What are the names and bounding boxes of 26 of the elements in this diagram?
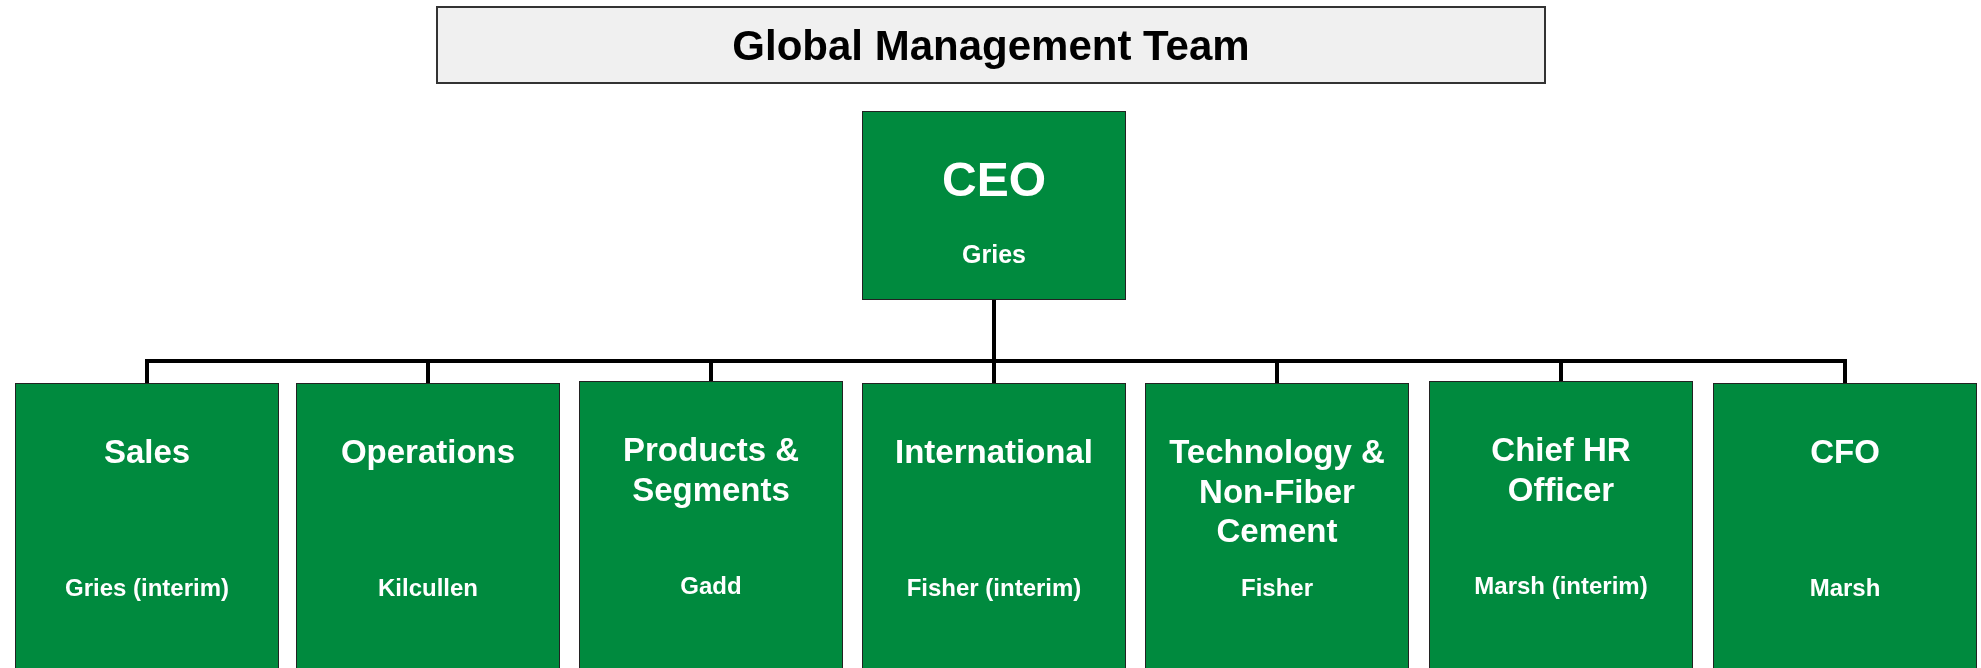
role-box xyxy=(862,383,1126,668)
role-box xyxy=(1713,383,1977,668)
role-title: International xyxy=(894,432,1094,472)
title-box xyxy=(436,6,1546,84)
role-box xyxy=(862,111,1126,300)
role-box xyxy=(15,383,279,668)
role-title: Chief HR Officer xyxy=(1490,430,1632,510)
role-title: Products & Segments xyxy=(622,430,800,510)
person-name: Fisher xyxy=(1240,573,1314,603)
person-name: Marsh xyxy=(1808,573,1882,603)
role-title: Sales xyxy=(102,432,192,472)
person-name: Fisher (interim) xyxy=(905,573,1083,603)
person-name: Marsh (interim) xyxy=(1473,571,1649,601)
person-name: Kilcullen xyxy=(377,573,479,603)
role-box xyxy=(579,381,843,668)
role-box xyxy=(296,383,560,668)
role-title: Technology & Non-Fiber Cement xyxy=(1168,432,1386,551)
role-box xyxy=(1429,381,1693,668)
title-text: Global Management Team xyxy=(732,20,1250,71)
person-name: Gadd xyxy=(679,571,743,601)
role-box xyxy=(1145,383,1409,668)
role-title: CEO xyxy=(942,152,1046,208)
person-name: Gries (interim) xyxy=(63,573,230,603)
role-title: CFO xyxy=(1809,432,1881,472)
person-name: Gries xyxy=(962,239,1026,270)
role-title: Operations xyxy=(339,432,517,472)
